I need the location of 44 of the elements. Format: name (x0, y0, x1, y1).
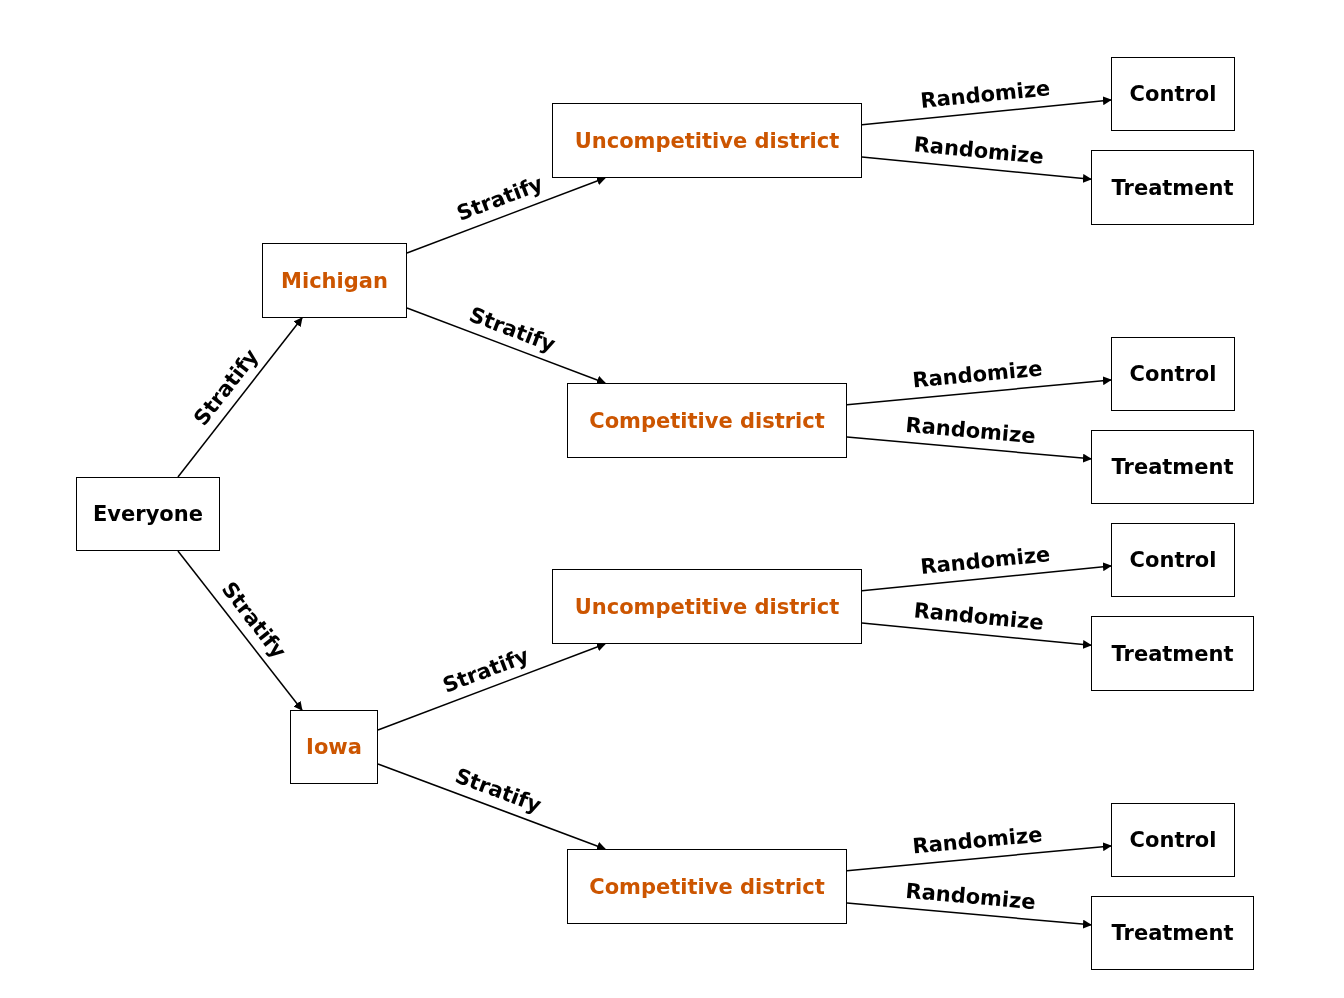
arrow (377, 642, 606, 731)
box (1111, 803, 1235, 877)
box (567, 383, 847, 458)
box (1091, 150, 1254, 225)
node-label: Treatment (1111, 921, 1234, 945)
node-label: Treatment (1111, 175, 1234, 200)
arrow (177, 317, 303, 478)
node-label: Control (1129, 548, 1217, 572)
arrow (861, 96, 1112, 126)
box (552, 569, 862, 644)
arrow (846, 842, 1112, 872)
box (290, 710, 378, 784)
node-label: Uncompetitive district (574, 594, 840, 619)
box (552, 103, 862, 178)
node-label: Uncompetitive district (574, 128, 840, 153)
box (1091, 896, 1254, 970)
arrow (846, 376, 1112, 406)
box (1111, 523, 1235, 597)
box (567, 849, 847, 924)
arrow (377, 763, 606, 851)
arrow (177, 550, 303, 711)
arrow (846, 902, 1092, 929)
node-label: Control (1129, 362, 1217, 386)
node-label: Treatment (1111, 641, 1234, 666)
arrow (861, 622, 1092, 649)
node-label: Treatment (1111, 455, 1234, 479)
box (1091, 430, 1254, 504)
box (1091, 616, 1254, 691)
node-label: Iowa (306, 735, 362, 759)
box (1111, 337, 1235, 411)
arrow (846, 436, 1092, 463)
node-label: Control (1129, 82, 1217, 106)
node-label: Control (1129, 828, 1217, 852)
box (262, 243, 407, 318)
node-label: Competitive district (589, 874, 825, 899)
arrow (861, 562, 1112, 592)
node-label: Competitive district (589, 408, 825, 433)
arrow (861, 156, 1092, 183)
arrow (406, 307, 606, 385)
node-label: Michigan (281, 268, 388, 293)
node-label: Everyone (93, 502, 203, 526)
box (76, 477, 220, 551)
arrow (406, 176, 606, 254)
box (1111, 57, 1235, 131)
